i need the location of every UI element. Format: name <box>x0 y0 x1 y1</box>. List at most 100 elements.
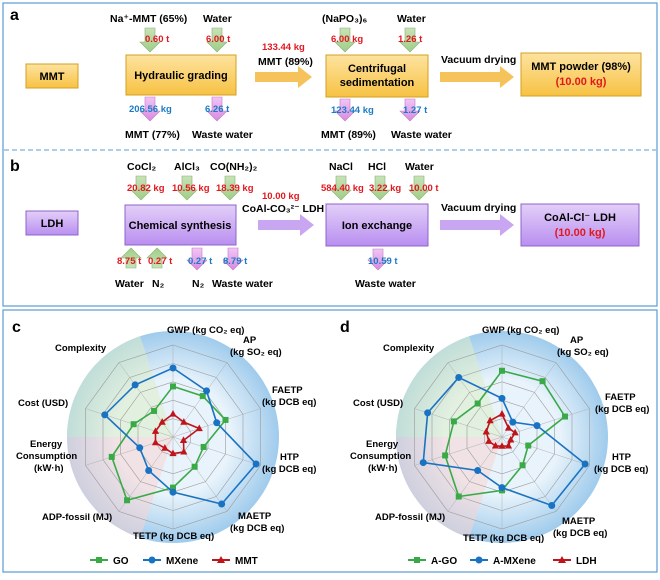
chemical-synthesis-label: Chemical synthesis <box>129 220 232 232</box>
c-axis-tetp: TETP (kg DCB eq) <box>133 531 214 542</box>
d-point-a-go-9 <box>474 400 481 407</box>
amount-cocl2-in: 20.82 kg <box>127 183 165 194</box>
d-axis-htp: HTP(kg DCB eq) <box>594 452 648 475</box>
c-point-mmt-8 <box>151 427 160 434</box>
c-point-mxene-9 <box>131 381 139 389</box>
c-point-mxene-3 <box>252 460 260 468</box>
input-water-2: Water <box>397 13 426 25</box>
c-axis-htp: HTP(kg DCB eq) <box>262 452 316 475</box>
amount-between-b: 10.00 kg <box>262 191 300 202</box>
amount-between-a: 133.44 kg <box>262 42 305 53</box>
c-point-mxene-7 <box>136 444 144 452</box>
between-label-a: MMT (89%) <box>258 56 313 68</box>
c-point-go-3 <box>200 443 207 450</box>
d-point-a-go-7 <box>442 452 449 459</box>
ion-exchange-label: Ion exchange <box>342 220 412 232</box>
mmt-powder-label: MMT powder (98%) <box>531 61 631 73</box>
radar-chart-c <box>66 331 279 543</box>
ion-exchange-box <box>325 203 429 247</box>
panel-letter-c: c <box>12 319 21 336</box>
centrifugal-sed-box <box>325 54 429 98</box>
bottom-panel-frame <box>2 309 658 573</box>
output-mmt89: MMT (89%) <box>321 129 376 141</box>
ldh-product-label: CoAl-Cl⁻ LDH <box>544 212 616 224</box>
bottom-n2-in: N₂ <box>152 278 165 290</box>
d-axis-cost: Cost (USD) <box>353 398 403 409</box>
input-cocl2: CoCl₂ <box>127 161 156 173</box>
input-alcl3: AlCl₃ <box>174 161 200 173</box>
bottom-arrows-b <box>120 247 389 271</box>
top-panel-frame <box>2 2 658 307</box>
d-point-ldh-8 <box>482 427 490 435</box>
amount-nacl-in: 584.40 kg <box>321 183 364 194</box>
d-point-a-mxene-4 <box>548 501 556 509</box>
c-point-go-9 <box>151 407 158 414</box>
d-point-a-mxene-1 <box>509 418 517 426</box>
sedimentation-label: sedimentation <box>340 77 415 89</box>
d-point-a-go-2 <box>561 413 568 420</box>
c-point-mmt-6 <box>161 444 169 451</box>
d-point-a-mxene-0 <box>498 394 506 402</box>
legend-c: GO MXene MMT <box>90 556 258 567</box>
input-napo3: (NaPO₃)₆ <box>322 13 367 25</box>
axis-labels-d: GWP (kg CO₂ eq) AP(kg SO₂ eq) FAETP(kg D… <box>350 325 649 544</box>
legend-d-ago: A-GO <box>431 556 457 567</box>
legend-c-mmt: MMT <box>235 556 258 567</box>
amount-ww1-out-b: 8.79 t <box>223 256 248 267</box>
c-axis-adp: ADP-fossil (MJ) <box>42 512 112 523</box>
input-hcl: HCl <box>368 161 386 173</box>
d-point-a-mxene-5 <box>498 484 506 492</box>
green-down-arrows-a <box>139 27 421 53</box>
c-point-mmt-4 <box>180 447 188 455</box>
d-point-a-mxene-9 <box>455 373 463 381</box>
d-point-ldh-1 <box>504 424 513 431</box>
d-axis-tetp: TETP (kg DCB eq) <box>463 533 544 544</box>
d-axis-faetp: FAETP(kg DCB eq) <box>595 392 649 415</box>
bottom-waste-water-2b: Waste water <box>355 278 416 290</box>
c-spoke-4 <box>172 436 228 512</box>
mmt-tag-box <box>25 63 79 89</box>
panel-letter-a: a <box>10 7 19 24</box>
c-point-mmt-1 <box>180 418 188 425</box>
d-point-ldh-4 <box>504 441 513 449</box>
d-spoke-4 <box>501 436 557 512</box>
ldh-product-box <box>520 203 640 247</box>
d-point-a-go-6 <box>455 493 462 500</box>
d-axis-maetp: MAETP(kg DCB eq) <box>553 516 607 539</box>
amount-water1-in: 6.00 t <box>206 34 231 45</box>
c-point-mmt-2 <box>195 424 203 432</box>
between-label-b: CoAl-CO₃²⁻ LDH <box>242 203 324 215</box>
amount-ww2-out-b: 10.59 t <box>368 256 398 267</box>
d-green-sector <box>396 336 502 437</box>
arrow-vacuum-drying-b <box>440 214 514 236</box>
c-point-mmt-7 <box>151 438 160 446</box>
arrow-grading-to-sed <box>255 66 312 88</box>
d-point-a-mxene-2 <box>533 422 541 430</box>
amount-water-bottom: 8.75 t <box>117 256 142 267</box>
hydraulic-grading-box <box>125 54 237 96</box>
d-point-a-go-4 <box>519 462 526 469</box>
input-nacl: NaCl <box>329 161 353 173</box>
input-mmt-source: Na⁺-MMT (65%) <box>110 13 187 25</box>
vacuum-drying-b: Vacuum drying <box>441 202 516 214</box>
vacuum-drying-a: Vacuum drying <box>441 54 516 66</box>
mmt-tag: MMT <box>39 71 64 83</box>
radar-chart-d <box>396 331 608 543</box>
pink-down-arrows-a <box>139 96 421 122</box>
amount-mmt77-out: 206.56 kg <box>129 104 172 115</box>
amount-ww1-out-a: 6.26 t <box>205 104 230 115</box>
amount-mmt89-out: 123.44 kg <box>331 105 374 116</box>
d-point-ldh-9 <box>486 416 494 424</box>
c-axis-gwp: GWP (kg CO₂ eq) <box>167 325 244 336</box>
c-spoke-7 <box>85 436 174 466</box>
output-waste-water-1a: Waste water <box>192 129 253 141</box>
d-point-a-go-3 <box>525 442 532 449</box>
d-point-a-go-8 <box>450 418 457 425</box>
c-axis-cost: Cost (USD) <box>18 398 68 409</box>
c-axis-faetp: FAETP(kg DCB eq) <box>262 385 316 408</box>
c-point-mxene-6 <box>145 466 153 474</box>
hydraulic-grading-label: Hydraulic grading <box>134 70 228 82</box>
arrow-synthesis-to-exchange <box>258 214 314 236</box>
input-water-b: Water <box>405 161 434 173</box>
